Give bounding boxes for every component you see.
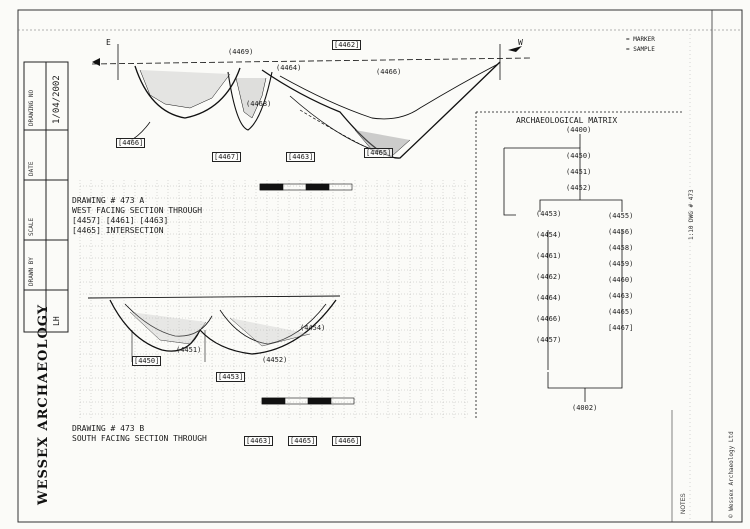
section-a-west-label: W bbox=[518, 38, 523, 47]
context-box-4462: [4462] bbox=[332, 40, 362, 50]
fill-label-4468: (4468) bbox=[246, 100, 272, 108]
fill-label-4452: (4452) bbox=[262, 356, 288, 364]
matrix-bottom-node: (4002) bbox=[572, 404, 598, 412]
title-block-field-scale: SCALE bbox=[28, 217, 35, 236]
matrix-top-node: (4400) bbox=[566, 126, 592, 134]
title-block-field-drawn-by: DRAWN BY bbox=[28, 257, 35, 286]
fill-label-4451: (4451) bbox=[176, 346, 202, 354]
matrix-left-node: (4461) bbox=[536, 252, 562, 260]
scale-bar-b bbox=[261, 397, 355, 405]
matrix-right-node: (4465) bbox=[608, 308, 634, 316]
matrix-left-node: (4453) bbox=[536, 210, 562, 218]
context-box-4467: [4467] bbox=[212, 152, 242, 162]
context-box-4463: [4463] bbox=[286, 152, 316, 162]
scale-note: 1:10 DWG # 473 bbox=[688, 189, 695, 240]
title-block-field-drawing-no: DRAWING NO bbox=[28, 89, 35, 126]
caption-box-4463: [4463] bbox=[244, 436, 274, 446]
section-arrow-icon bbox=[508, 46, 522, 52]
matrix-left-node: (4452) bbox=[566, 184, 592, 192]
section-b-drawing bbox=[87, 295, 341, 362]
section-a-caption-line4: [4465] INTERSECTION bbox=[72, 226, 164, 235]
title-block-date: 1/04/2002 bbox=[52, 75, 62, 124]
copyright-note: © Wessex Archaeology Ltd bbox=[728, 431, 735, 518]
matrix-right-node: (4459) bbox=[608, 260, 634, 268]
section-b-caption-line2: SOUTH FACING SECTION THROUGH bbox=[72, 434, 207, 443]
fill-label-4466: (4466) bbox=[376, 68, 402, 76]
fill-label-4469: (4469) bbox=[228, 48, 254, 56]
caption-box-4465: [4465] bbox=[288, 436, 318, 446]
notes-label: NOTES bbox=[681, 493, 687, 514]
brand-wordmark: WESSEX ARCHAEOLOGY bbox=[36, 303, 51, 505]
context-box-4465: [4465] bbox=[364, 148, 394, 158]
section-b-caption-line1: DRAWING # 473 B bbox=[72, 424, 145, 433]
scale-bar-a bbox=[259, 183, 353, 191]
fill-label-4454: (4454) bbox=[300, 324, 326, 332]
matrix-left-node: (4466) bbox=[536, 315, 562, 323]
section-a-caption-line3: [4457] [4461] [4463] bbox=[72, 216, 169, 225]
title-block-drawn-by: LH bbox=[52, 316, 61, 326]
matrix-right-node: (4460) bbox=[608, 276, 634, 284]
matrix-right-node: (4456) bbox=[608, 228, 634, 236]
fill-label-4464: (4464) bbox=[276, 64, 302, 72]
section-a-east-label: E bbox=[106, 38, 111, 47]
drafting-grid bbox=[79, 180, 470, 420]
matrix-left-node: (4450) bbox=[566, 152, 592, 160]
matrix-right-node: (4463) bbox=[608, 292, 634, 300]
caption-box-4466: [4466] bbox=[332, 436, 362, 446]
matrix-right-node: (4455) bbox=[608, 212, 634, 220]
matrix-left-node: (4454) bbox=[536, 231, 562, 239]
matrix-connectors bbox=[475, 111, 684, 420]
matrix-left-node: (4464) bbox=[536, 294, 562, 302]
title-block bbox=[23, 61, 69, 333]
matrix-left-node: (4451) bbox=[566, 168, 592, 176]
legend-sample: = SAMPLE bbox=[626, 46, 655, 53]
section-arrow-icon-left bbox=[92, 58, 100, 66]
section-a-caption-line1: DRAWING # 473 A bbox=[72, 196, 145, 205]
section-a-caption-line2: WEST FACING SECTION THROUGH bbox=[72, 206, 203, 215]
matrix-left-node: (4462) bbox=[536, 273, 562, 281]
context-box-4466: [4466] bbox=[116, 138, 146, 148]
context-box-4450: [4450] bbox=[132, 356, 162, 366]
legend-marker: = MARKER bbox=[626, 36, 655, 43]
section-a-drawing bbox=[91, 44, 531, 159]
matrix-title: ARCHAEOLOGICAL MATRIX bbox=[516, 116, 618, 125]
title-block-field-date: DATE bbox=[28, 161, 35, 176]
matrix-left-node: (4457) bbox=[536, 336, 562, 344]
matrix-right-node: [4467] bbox=[608, 324, 634, 332]
context-box-4453: [4453] bbox=[216, 372, 246, 382]
matrix-right-node: (4458) bbox=[608, 244, 634, 252]
